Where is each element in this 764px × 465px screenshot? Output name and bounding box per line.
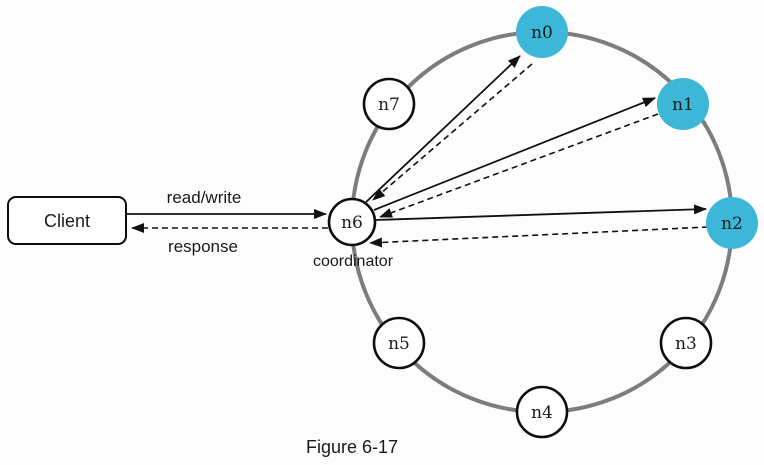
node-n7 [362, 77, 416, 131]
node-n4 [515, 385, 569, 439]
figure-caption: Figure 6-17 [306, 437, 398, 457]
node-n4-label: n4 [531, 403, 553, 423]
write-arrow-n0 [363, 55, 521, 205]
ack-arrow-n2 [369, 226, 709, 248]
write-arrow-n1 [373, 97, 656, 211]
node-n5 [372, 316, 426, 370]
client-label: Client [44, 211, 90, 231]
write-arrow-n2 [374, 204, 707, 221]
response-arrow-label: response [168, 237, 238, 256]
request-arrow-label: read/write [167, 188, 242, 207]
ack-arrow-n0 [372, 63, 533, 201]
node-n2-label: n2 [721, 214, 743, 234]
node-n3-label: n3 [675, 334, 697, 354]
node-n0 [516, 6, 568, 58]
client-box [7, 196, 127, 245]
ack-arrow-n1 [379, 113, 659, 218]
node-n2 [706, 197, 758, 249]
node-n7-label: n7 [378, 95, 400, 115]
node-n0-label: n0 [531, 23, 553, 43]
node-n3 [659, 316, 713, 370]
node-n5-label: n5 [388, 334, 410, 354]
node-n1-label: n1 [672, 95, 694, 115]
coordinator-label: coordinator [313, 253, 394, 270]
node-n6-coordinator [327, 197, 377, 247]
node-n1 [657, 78, 709, 130]
node-n6-label: n6 [341, 213, 363, 233]
